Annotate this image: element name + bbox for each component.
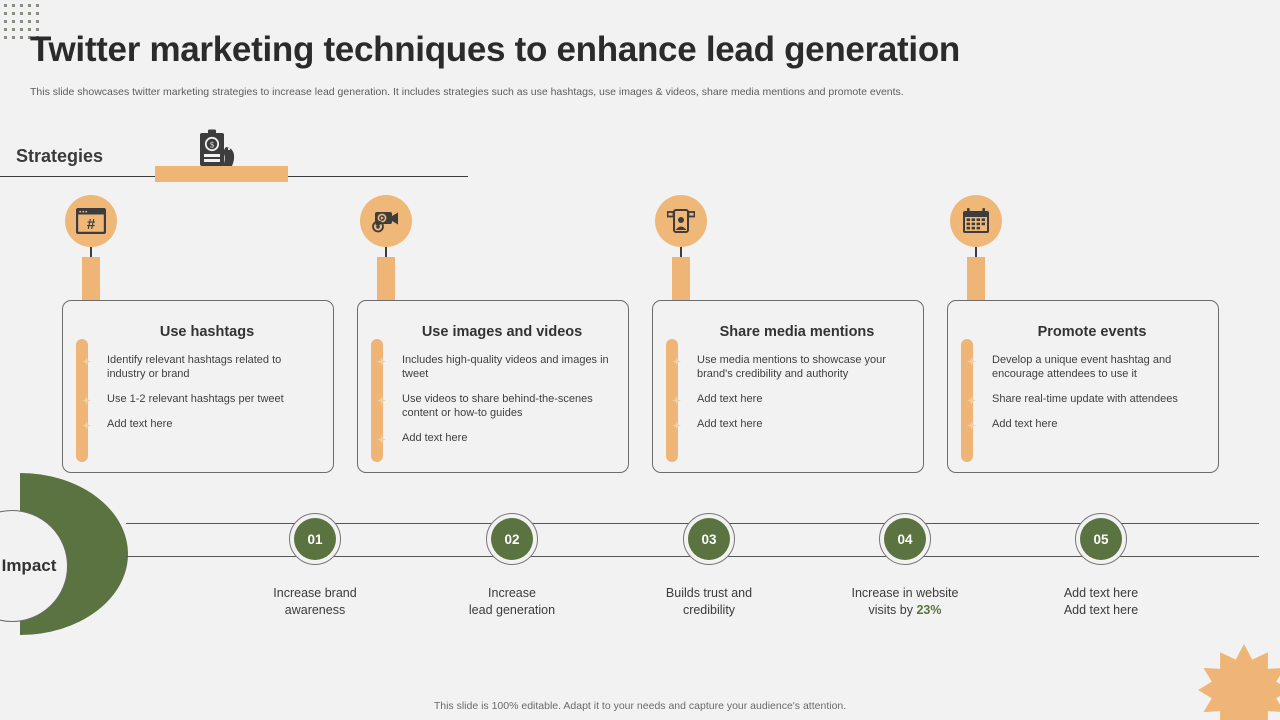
strategy-card-title: Use images and videos [421, 324, 583, 340]
impact-step-badge: 04 [879, 513, 931, 565]
impact-step-label-line1: Increase in website [851, 586, 959, 600]
impact-step-label-line2: lead generation [468, 603, 556, 617]
impact-step-number: 05 [1080, 518, 1122, 560]
connector-tab [377, 257, 395, 309]
impact-label: Impact [1, 556, 57, 575]
strategy-bullet-item: Add text here [377, 431, 616, 445]
strategy-bullet-text: Identify relevant hashtags related to in… [107, 354, 282, 380]
impact-step-label: Builds trust and credibility [619, 585, 799, 619]
impact-step-label-line1: Increase [488, 586, 536, 600]
strategy-bullet-text: Share real-time update with attendees [992, 393, 1178, 405]
impact-step-label-line2-text: visits by [868, 603, 917, 617]
strategy-bullet-text: Add text here [992, 418, 1058, 430]
strategy-bullet-text: Use media mentions to showcase your bran… [697, 354, 886, 380]
impact-step-label: Increase in website visits by 23% [815, 585, 995, 619]
page-title: Twitter marketing techniques to enhance … [30, 30, 960, 69]
impact-step-label-line1: Builds trust and [665, 586, 753, 600]
strategy-bullet-text: Use videos to share behind-the-scenes co… [402, 393, 593, 419]
impact-step-number: 03 [688, 518, 730, 560]
connector-tab [967, 257, 985, 309]
strategy-bullet-item: Use 1-2 relevant hashtags per tweet [82, 392, 321, 406]
strategies-label: Strategies [16, 146, 104, 166]
diamond-bullet-icon [967, 357, 976, 366]
strategy-bullet-item: Add text here [672, 417, 911, 431]
strategy-bullet-item: Add text here [672, 392, 911, 406]
clipboard-dollar-icon: $ [196, 129, 240, 169]
diamond-bullet-icon [967, 421, 976, 430]
impact-step-highlight-value: 23% [916, 603, 942, 617]
diamond-bullet-icon [82, 421, 91, 430]
strategy-bullet-item: Includes high-quality videos and images … [377, 353, 616, 381]
impact-step-number: 02 [491, 518, 533, 560]
strategy-bullet-text: Add text here [402, 432, 468, 444]
strategy-bullet-item: Identify relevant hashtags related to in… [82, 353, 321, 381]
strategies-highlight-bar [155, 166, 288, 182]
impact-step-label: Increase brand awareness [225, 585, 405, 619]
strategy-bullet-list: Use media mentions to showcase your bran… [672, 353, 911, 442]
impact-step-label-line1: Add text here [1063, 586, 1139, 600]
impact-step-badge: 02 [486, 513, 538, 565]
starburst-decoration [1198, 644, 1280, 720]
strategy-bullet-item: Add text here [967, 417, 1206, 431]
page-subtitle: This slide showcases twitter marketing s… [30, 86, 904, 98]
diamond-bullet-icon [672, 396, 681, 405]
impact-step-badge: 03 [683, 513, 735, 565]
impact-step-label-line2: Add text here [1063, 603, 1139, 617]
impact-step-label-line2: visits by 23% [815, 602, 995, 619]
impact-step-badge: 05 [1075, 513, 1127, 565]
strategy-bullet-list: Develop a unique event hashtag and encou… [967, 353, 1206, 442]
strategy-bullet-text: Add text here [107, 418, 173, 430]
connector-tab [82, 257, 100, 309]
impact-step-number: 01 [294, 518, 336, 560]
strategy-bullet-item: Share real-time update with attendees [967, 392, 1206, 406]
diamond-bullet-icon [377, 396, 386, 405]
footer-note: This slide is 100% editable. Adapt it to… [433, 700, 847, 712]
dot-grid-decoration [4, 4, 39, 39]
strategy-bullet-item: Add text here [82, 417, 321, 431]
diamond-bullet-icon [377, 435, 386, 444]
diamond-bullet-icon [82, 396, 91, 405]
diamond-bullet-icon [672, 357, 681, 366]
diamond-bullet-icon [967, 396, 976, 405]
impact-step-label-line2: awareness [284, 603, 346, 617]
strategy-card-title: Use hashtags [159, 324, 255, 340]
video-camera-photo-icon [360, 195, 412, 247]
impact-step-label-line1: Increase brand [273, 586, 357, 600]
strategy-card-title: Share media mentions [719, 324, 875, 340]
strategy-card-title: Promote events [1037, 324, 1147, 340]
strategy-bullet-text: Includes high-quality videos and images … [402, 354, 609, 380]
svg-text:#: # [87, 216, 96, 233]
diamond-bullet-icon [672, 421, 681, 430]
strategy-bullet-text: Develop a unique event hashtag and encou… [992, 354, 1172, 380]
diamond-bullet-icon [82, 357, 91, 366]
strategy-bullet-list: Includes high-quality videos and images … [377, 353, 616, 456]
impact-step-label-line2: credibility [682, 603, 736, 617]
browser-hashtag-icon: # [65, 195, 117, 247]
strategy-bullet-text: Add text here [697, 393, 763, 405]
connector-tab [672, 257, 690, 309]
strategy-bullet-item: Use media mentions to showcase your bran… [672, 353, 911, 381]
strategy-bullet-item: Use videos to share behind-the-scenes co… [377, 392, 616, 420]
svg-text:$: $ [210, 141, 214, 150]
impact-step-label: Increase lead generation [422, 585, 602, 619]
impact-step-number: 04 [884, 518, 926, 560]
strategy-bullet-list: Identify relevant hashtags related to in… [82, 353, 321, 442]
calendar-icon [950, 195, 1002, 247]
media-mention-person-icon [655, 195, 707, 247]
strategy-bullet-text: Use 1-2 relevant hashtags per tweet [107, 393, 284, 405]
diamond-bullet-icon [377, 357, 386, 366]
strategy-bullet-text: Add text here [697, 418, 763, 430]
impact-step-badge: 01 [289, 513, 341, 565]
strategy-bullet-item: Develop a unique event hashtag and encou… [967, 353, 1206, 381]
